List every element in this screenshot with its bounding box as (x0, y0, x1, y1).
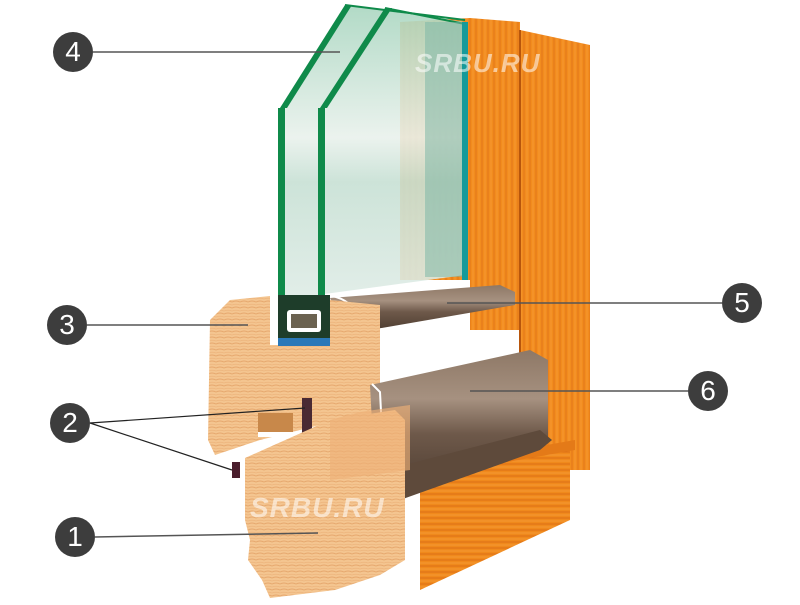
leader-lines (87, 51, 722, 538)
leader-line-2a (89, 407, 306, 424)
callout-1-frame: 1 (55, 517, 95, 557)
frame-section (245, 405, 410, 598)
watermark-top: SRBU.RU (415, 48, 541, 78)
watermark-bottom: SRBU.RU (250, 492, 385, 523)
leader-line-1 (94, 532, 319, 538)
callout-4-glazing: 4 (53, 32, 93, 72)
callout-2-seals: 2 (50, 403, 90, 443)
callout-5-sash-drip: 5 (722, 283, 762, 323)
callout-6-frame-drip: 6 (688, 371, 728, 411)
leader-line-2b (89, 422, 233, 471)
callout-3-sash: 3 (47, 305, 87, 345)
sash-section (208, 295, 380, 455)
double-glazed-unit (278, 4, 468, 308)
